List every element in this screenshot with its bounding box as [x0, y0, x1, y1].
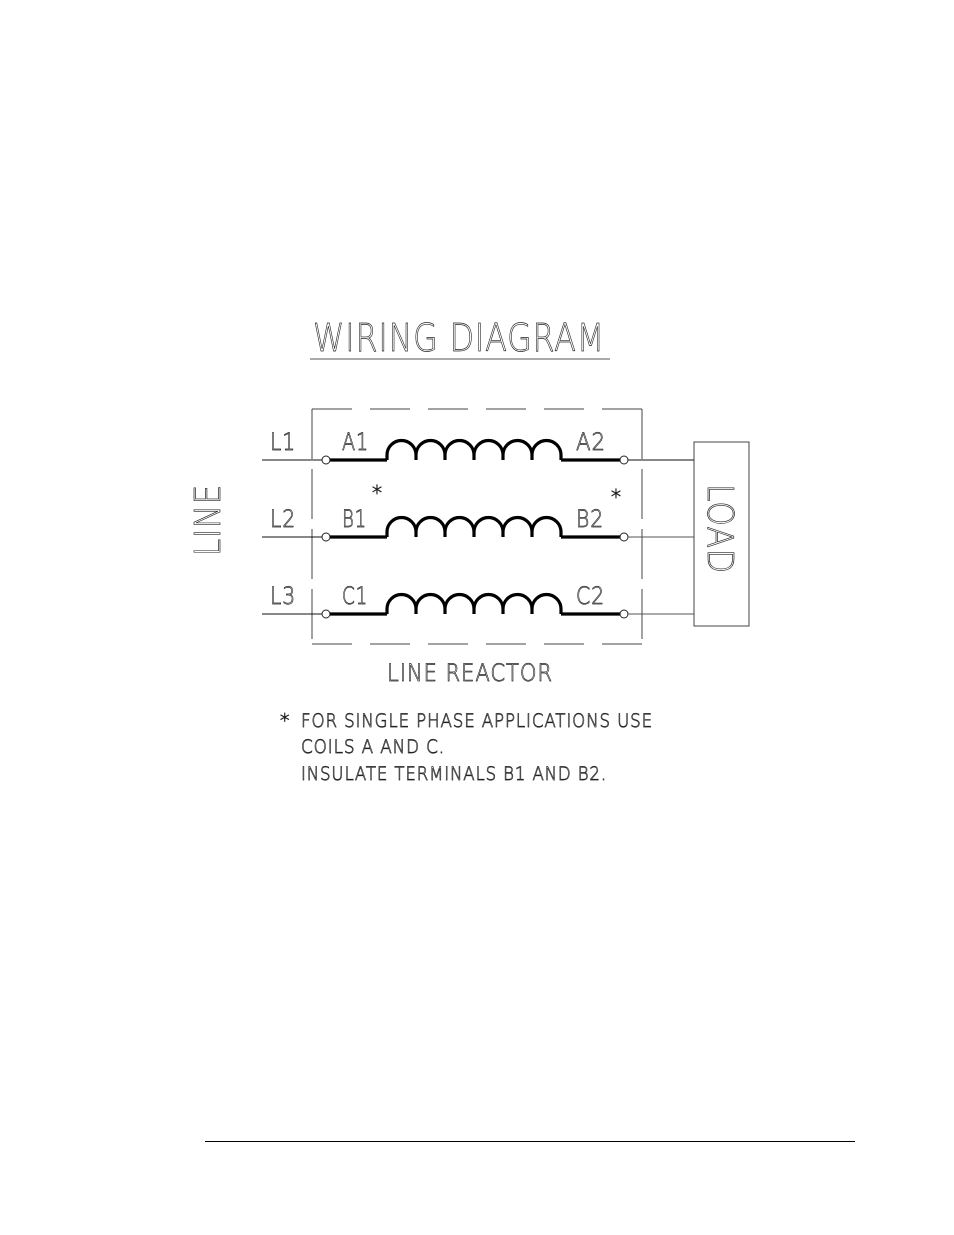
load-box: [693, 441, 750, 627]
terminal-label-a1: A1: [342, 428, 369, 456]
phase-row-2: L2 B1 * B2 *: [262, 481, 694, 542]
inductor-coil-a: [385, 438, 563, 460]
line-side-label: LINE: [188, 484, 229, 556]
asterisk-marker-b2: *: [611, 485, 622, 509]
note-line-3: INSULATE TERMINALS B1 AND B2.: [301, 763, 607, 785]
terminal-in: [321, 532, 331, 542]
line-label-l2: L2: [270, 505, 296, 533]
terminal-out: [619, 532, 629, 542]
terminal-in: [321, 455, 331, 465]
terminal-label-b1: B1: [342, 505, 367, 533]
asterisk-marker-b1: *: [372, 481, 383, 505]
terminal-label-b2: B2: [576, 505, 604, 533]
line-label-l3: L3: [270, 582, 296, 610]
inductor-coil-b: [385, 515, 563, 537]
phase-row-1: L1 A1 A2: [262, 428, 694, 465]
footer-rule: [205, 1141, 855, 1142]
reactor-enclosure: [311, 408, 643, 645]
inductor-coil-c: [385, 592, 563, 614]
terminal-out: [619, 455, 629, 465]
terminal-label-c2: C2: [576, 582, 605, 610]
load-label: LOAD: [699, 484, 740, 574]
terminal-out: [619, 609, 629, 619]
note-line-2: COILS A AND C.: [301, 736, 445, 758]
note-asterisk: *: [280, 710, 291, 732]
note-line-1: FOR SINGLE PHASE APPLICATIONS USE: [301, 710, 653, 732]
line-label-l1: L1: [270, 428, 296, 456]
single-phase-note: * FOR SINGLE PHASE APPLICATIONS USE COIL…: [280, 710, 653, 786]
terminal-label-a2: A2: [576, 428, 606, 456]
terminal-in: [321, 609, 331, 619]
line-reactor-label: LINE REACTOR: [387, 659, 553, 687]
terminal-label-c1: C1: [342, 582, 368, 610]
phase-row-3: L3 C1 C2: [262, 582, 694, 619]
diagram-title: WIRING DIAGRAM: [313, 316, 605, 360]
